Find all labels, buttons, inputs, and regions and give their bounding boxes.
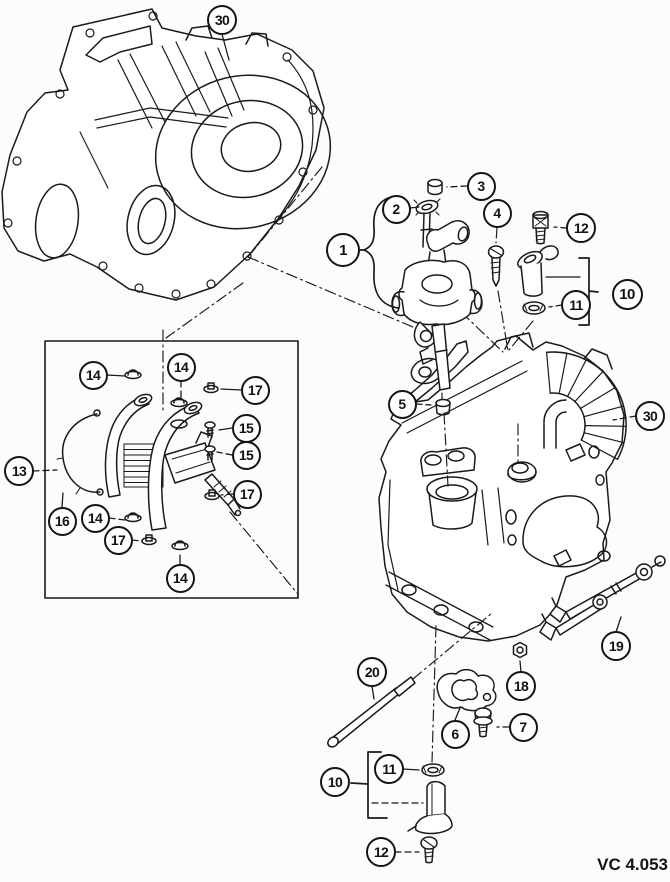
- callout-10: 10: [611, 278, 643, 310]
- callout-3: 3: [466, 171, 496, 201]
- callout-14: 14: [80, 503, 110, 533]
- callout-6: 6: [440, 719, 470, 749]
- callout-12: 12: [366, 837, 396, 867]
- figure-code: VC 4.053: [597, 855, 668, 874]
- callout-10: 10: [320, 767, 350, 797]
- callout-19: 19: [601, 631, 631, 661]
- callout-14: 14: [165, 563, 195, 593]
- bolts-15: [204, 421, 216, 461]
- callout-20: 20: [357, 657, 387, 687]
- callout-14: 14: [78, 360, 108, 390]
- callout-15: 15: [231, 413, 261, 443]
- callout-18: 18: [506, 671, 536, 701]
- callout-2: 2: [381, 194, 411, 224]
- callout-15: 15: [231, 440, 261, 470]
- group-brackets: [350, 195, 599, 819]
- callout-17: 17: [232, 479, 262, 509]
- callout-13: 13: [4, 456, 34, 486]
- clutch-housing-drawing: [1, 8, 332, 301]
- inset-detail-box: [44, 340, 299, 599]
- gearbox-housing-drawing: [378, 332, 627, 642]
- callout-1: 1: [326, 233, 360, 267]
- nuts-17: [141, 382, 220, 546]
- callout-30: 30: [635, 401, 665, 431]
- callout-5: 5: [387, 389, 417, 419]
- leader-lines: [32, 33, 637, 853]
- callout-16: 16: [47, 506, 77, 536]
- callout-11: 11: [561, 290, 591, 320]
- callout-12: 12: [566, 213, 596, 243]
- shift-lever-assembly-drawing: [391, 178, 483, 416]
- callout-30: 30: [207, 5, 237, 35]
- construction-lines: [162, 166, 534, 763]
- callout-17: 17: [103, 525, 133, 555]
- callout-14: 14: [166, 352, 196, 382]
- callout-17: 17: [240, 375, 270, 405]
- top-small-parts-drawing: [487, 210, 581, 315]
- bottom-parts-drawing: [327, 555, 666, 864]
- seal-caps-14: [124, 369, 189, 551]
- callout-7: 7: [508, 712, 538, 742]
- callout-4: 4: [482, 198, 512, 228]
- callout-11: 11: [374, 754, 404, 784]
